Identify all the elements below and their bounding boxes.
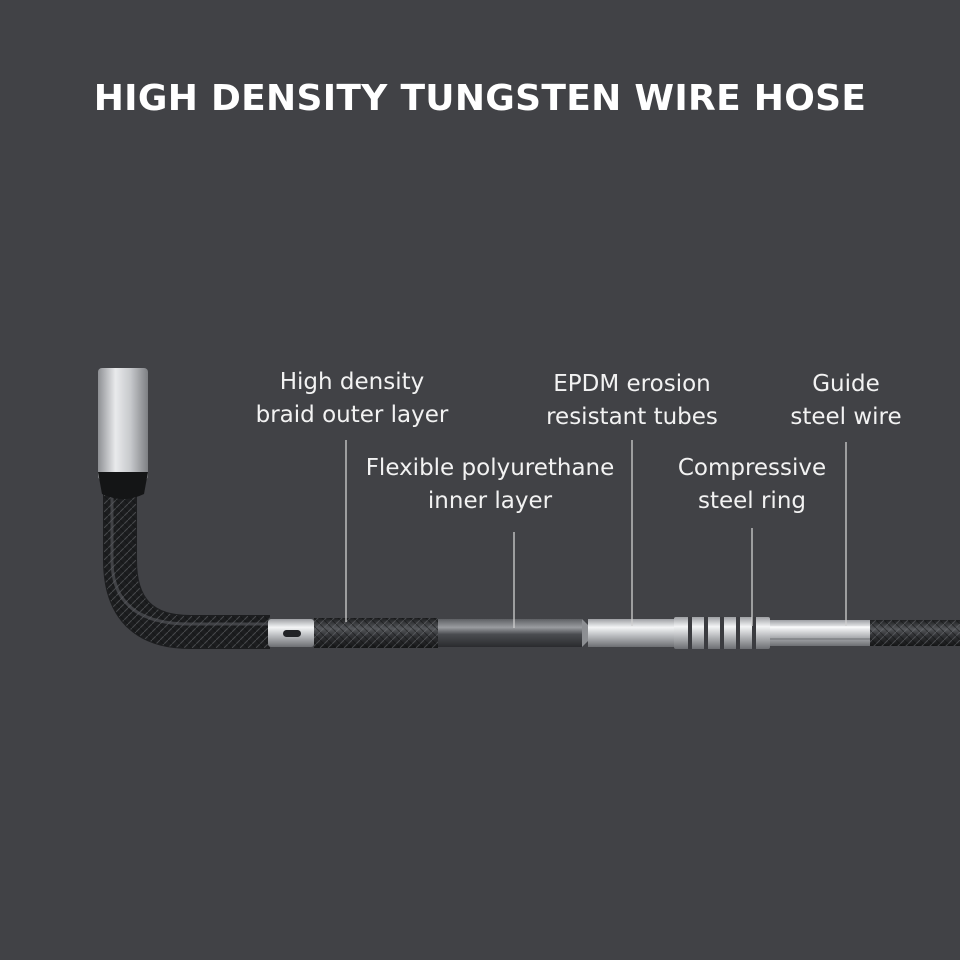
- callout-braid-outer-layer: High density braid outer layer: [256, 366, 449, 432]
- callout-polyurethane-inner-layer: Flexible polyurethane inner layer: [366, 452, 615, 518]
- polyurethane-inner-layer: [438, 619, 582, 647]
- callout-line: resistant tubes: [546, 404, 718, 430]
- callout-line: Flexible polyurethane: [365, 455, 615, 481]
- callout-line: Guide: [812, 371, 880, 397]
- epdm-tube: [588, 619, 674, 647]
- callout-line: Compressive: [677, 455, 827, 481]
- callout-leaders: [345, 440, 847, 628]
- camera-head: [98, 368, 148, 480]
- page-title: HIGH DENSITY TUNGSTEN WIRE HOSE: [93, 78, 867, 119]
- callout-line: inner layer: [427, 488, 553, 514]
- callout-guide-steel-wire: Guide steel wire: [790, 368, 901, 434]
- callout-epdm-tubes: EPDM erosion resistant tubes: [546, 368, 718, 434]
- callout-line: steel wire: [790, 404, 902, 430]
- callout-line: steel ring: [697, 488, 807, 514]
- guide-steel-wire: [770, 620, 870, 646]
- callout-line: High density: [279, 369, 425, 395]
- callout-line: EPDM erosion: [553, 371, 711, 397]
- callout-compressive-steel-ring: Compressive steel ring: [678, 452, 826, 518]
- callout-line: braid outer layer: [255, 402, 449, 428]
- compressive-steel-ring: [674, 617, 770, 649]
